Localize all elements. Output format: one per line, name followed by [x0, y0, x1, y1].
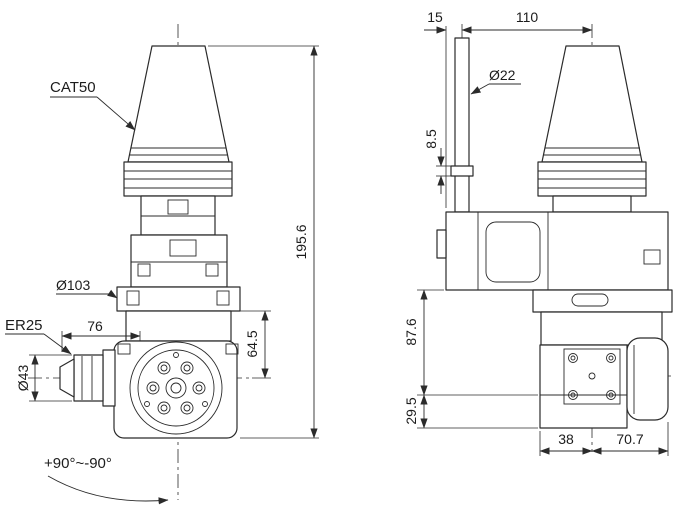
dim-flange-diameter-text: Ø103 [56, 277, 90, 293]
stop-rod-side [450, 37, 474, 213]
callout-er25: ER25 [5, 317, 72, 355]
dim-head-width: 76 [61, 318, 141, 352]
v-flange-side [537, 161, 647, 197]
dim-output-center-height-text: 64.5 [244, 330, 260, 357]
front-view: CAT50 ER25 Ø103 76 195.6 [5, 24, 319, 505]
dim-side-width-text: 70.7 [616, 431, 643, 447]
dim-rod-offset-text: 15 [427, 9, 443, 25]
clamp-block-front [130, 234, 228, 288]
dim-collar-thickness-text: 8.5 [423, 129, 439, 149]
dim-center-distance-text: 110 [516, 9, 539, 25]
dim-overall-height: 195.6 [208, 45, 319, 439]
angle-head-side [539, 337, 669, 429]
dim-foot-width-text: 38 [558, 431, 574, 447]
dim-head-width-text: 76 [87, 318, 103, 334]
dim-collet-diameter-text: Ø43 [15, 365, 31, 392]
cat50-taper-front [127, 45, 230, 163]
dim-collet-diameter: Ø43 [15, 354, 72, 402]
housing-side [436, 211, 669, 291]
v-flange-front [123, 161, 233, 197]
dim-body-height-text: 87.6 [403, 318, 419, 345]
er25-collet-front [59, 349, 116, 407]
cat50-taper-side [541, 45, 643, 163]
angle-head-front [113, 340, 239, 439]
cat50-label: CAT50 [50, 79, 96, 96]
side-view: 15 110 Ø22 8.5 87.6 29.5 [403, 9, 674, 456]
bolt-circle-front [144, 352, 208, 415]
dim-bottom-widths: 38 70.7 [539, 422, 669, 456]
dim-collar-thickness: 8.5 [423, 129, 451, 194]
dim-body-height: 87.6 [403, 289, 538, 396]
dim-output-center-height: 64.5 [240, 310, 271, 379]
spindle-neck-front [140, 195, 216, 236]
dim-base-height: 29.5 [403, 394, 538, 429]
spindle-neck-side [552, 195, 632, 213]
mount-flange-side [532, 289, 673, 313]
swivel-range-text: +90°~-90° [44, 455, 112, 472]
dim-rod-diameter: Ø22 [470, 67, 521, 95]
callout-cat50: CAT50 [50, 79, 136, 131]
dim-rod-diameter-text: Ø22 [489, 67, 516, 83]
swivel-range-annotation: +90°~-90° [44, 455, 169, 505]
gear-body-front [125, 310, 232, 342]
dim-overall-height-text: 195.6 [293, 224, 309, 259]
mount-flange-front [116, 286, 241, 312]
dim-flange-diameter: Ø103 [56, 277, 118, 299]
dim-base-height-text: 29.5 [403, 397, 419, 424]
dim-top-offsets: 15 110 [424, 9, 593, 208]
er25-label: ER25 [5, 317, 43, 334]
